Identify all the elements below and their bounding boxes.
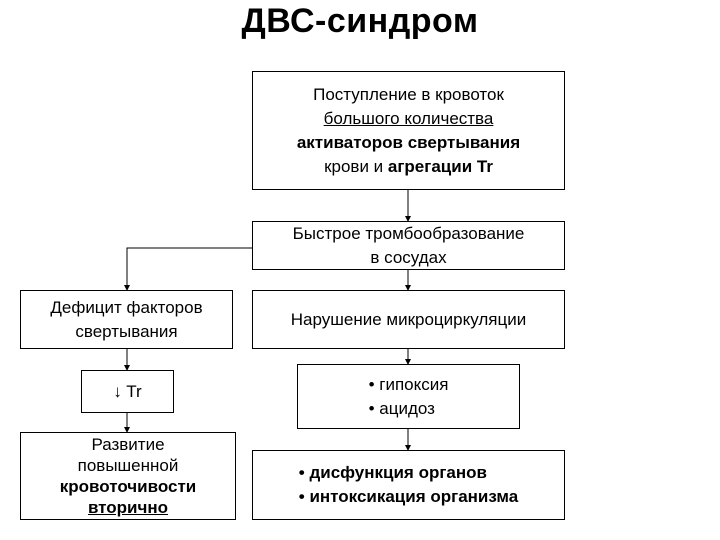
- deficit-box: Дефицит факторов свертывания: [20, 290, 233, 349]
- activators-line-1: Поступление в кровоток: [313, 84, 504, 104]
- microcirc-text: Нарушение микроциркуляции: [290, 309, 527, 329]
- tr-line: ↓ Tr: [113, 380, 141, 404]
- activators-line-4-bold: агрегации Tr: [387, 156, 493, 176]
- dysfunction-box: дисфункция органов интоксикация организм…: [252, 450, 565, 520]
- bleeding-box: Развитие повышенной кровоточивости втори…: [20, 432, 236, 520]
- activators-line-2: большого количества: [323, 108, 494, 128]
- bleeding-line-4: вторично: [87, 498, 169, 517]
- bleeding-line-3: кровоточивости: [59, 477, 197, 496]
- acidosis-item: ацидоз: [369, 397, 449, 421]
- deficit-line-1: Дефицит факторов: [50, 297, 203, 317]
- intoxication-item: интоксикация организма: [299, 485, 518, 509]
- tr-box: ↓ Tr: [81, 370, 174, 413]
- tr-text: Tr: [126, 381, 142, 401]
- thrombo-box: Быстрое тромбообразование в сосудах: [252, 221, 565, 270]
- deficit-line-2: свертывания: [75, 321, 178, 341]
- thrombo-line-1: Быстрое тромбообразование: [292, 223, 525, 243]
- activators-box: Поступление в кровоток большого количест…: [252, 71, 565, 190]
- activators-line-3: активаторов свертывания: [296, 132, 521, 152]
- page-title: ДВС-синдром: [241, 2, 479, 40]
- arrow-thrombo-to-deficit: [124, 247, 252, 291]
- dysfunction-list: дисфункция органов интоксикация организм…: [299, 461, 518, 509]
- microcirc-box: Нарушение микроциркуляции: [252, 290, 565, 349]
- hypoxia-list: гипоксия ацидоз: [369, 373, 449, 421]
- bleeding-line-2: повышенной: [77, 456, 179, 475]
- bleeding-line-1: Развитие: [91, 435, 165, 454]
- activators-line-4-plain: крови и: [324, 156, 388, 176]
- activators-line-4: крови и агрегации Tr: [324, 155, 493, 179]
- organ-dysfunction-item: дисфункция органов: [299, 461, 518, 485]
- hypoxia-item: гипоксия: [369, 373, 448, 397]
- thrombo-line-2: в сосудах: [370, 247, 447, 267]
- down-arrow-icon: ↓: [113, 381, 122, 401]
- hypoxia-box: гипоксия ацидоз: [297, 364, 520, 429]
